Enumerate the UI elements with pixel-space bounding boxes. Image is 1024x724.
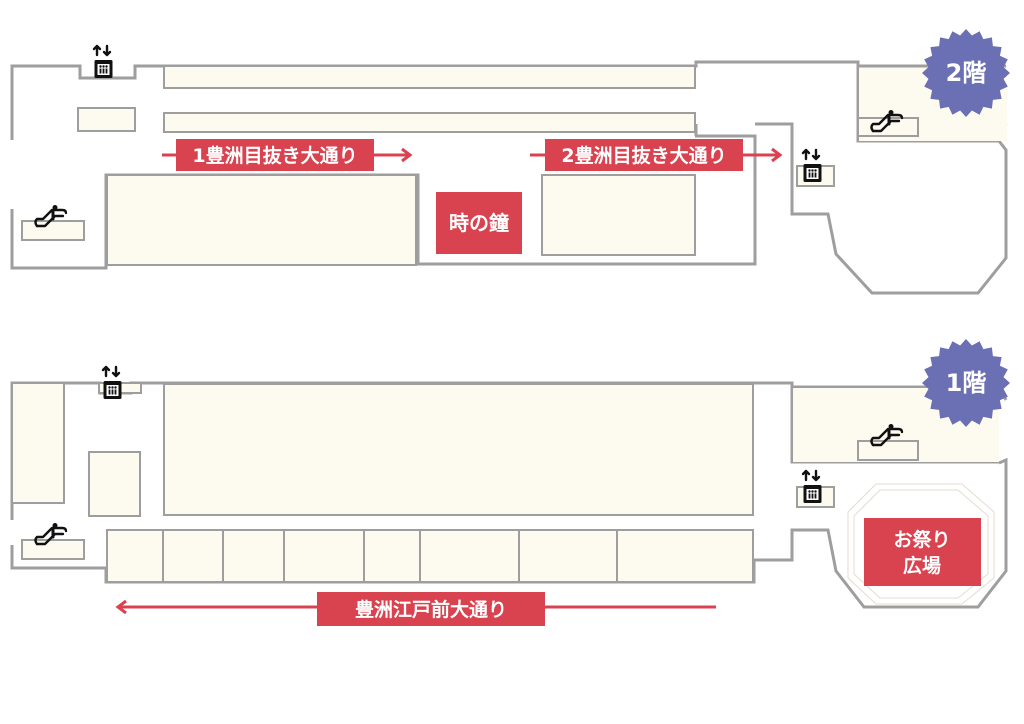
landmark-label: 時の鐘	[449, 211, 509, 235]
shop-1f-row	[283, 529, 365, 583]
escalator-bay-1f-right	[857, 440, 919, 461]
shop-1f-row	[518, 529, 618, 583]
street-label-2f-2: 2豊洲目抜き大通り	[530, 139, 783, 171]
shop-1f-row	[616, 529, 754, 583]
elevator-icon	[92, 44, 114, 80]
elevator-icon	[801, 469, 823, 505]
arrow-right-icon	[401, 147, 413, 163]
first-floor: お祭り 広場 豊洲江戸前大通り 1階	[10, 339, 1010, 626]
second-floor: 1豊洲目抜き大通り 2豊洲目抜き大通り 時の鐘 2階	[10, 29, 1010, 295]
plaza-label-line1: お祭り	[893, 528, 950, 551]
shop-2f-left-large	[106, 174, 417, 266]
shop-1f-row	[222, 529, 285, 583]
shop-1f-row	[162, 529, 224, 583]
shop-1f-row	[106, 529, 164, 583]
floor-badge-1f: 1階	[922, 339, 1010, 427]
shop-2f-right	[541, 174, 696, 256]
elevator-icon	[801, 148, 823, 184]
shop-1f-left-small	[88, 451, 141, 517]
street-label-1f: 豊洲江戸前大通り	[115, 592, 716, 626]
shop-1f-row	[363, 529, 421, 583]
street-label-2f-1-text: 1豊洲目抜き大通り	[192, 144, 357, 167]
shop-2f-small	[77, 107, 136, 132]
landmark-toki-no-kane: 時の鐘	[436, 192, 522, 254]
badge-1f-starburst	[922, 339, 1010, 427]
badge-2f-starburst	[922, 29, 1010, 117]
escalator-bay-1f-left	[21, 539, 85, 560]
shop-1f-left-tall	[11, 382, 65, 504]
shop-2f-long-a	[163, 65, 696, 89]
shop-row-1f	[106, 529, 754, 583]
elevator-icon	[101, 365, 123, 401]
festival-plaza: お祭り 広場	[847, 483, 995, 605]
floor-badge-1f-text: 1階	[946, 369, 987, 397]
arrow-right-icon	[771, 147, 783, 163]
street-label-2f-2-text: 2豊洲目抜き大通り	[561, 144, 726, 167]
shop-2f-long-b	[163, 112, 696, 133]
arrow-left-icon	[115, 599, 127, 615]
floor-badge-2f-text: 2階	[946, 59, 987, 87]
plaza-label-line2: 広場	[903, 554, 941, 577]
shop-1f-large	[163, 383, 754, 516]
street-label-2f-1: 1豊洲目抜き大通り	[162, 139, 413, 171]
shop-1f-row	[419, 529, 520, 583]
street-label-1f-text: 豊洲江戸前大通り	[355, 598, 507, 621]
escalator-bay-2f-left	[21, 220, 85, 241]
floor-badge-2f: 2階	[922, 29, 1010, 117]
